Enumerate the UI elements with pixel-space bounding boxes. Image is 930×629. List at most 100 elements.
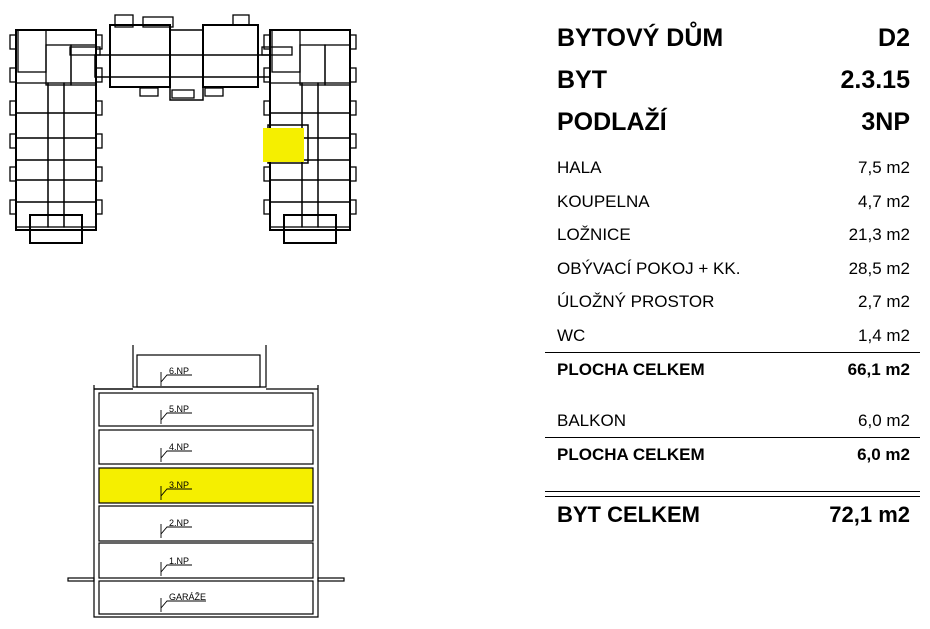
plan-room: [9, 166, 17, 182]
floor-slab: [98, 467, 314, 504]
floor-slab: [98, 505, 314, 542]
floor-slab: [98, 580, 314, 615]
double-divider-bottom: [545, 496, 920, 497]
balcony-row: BALKON 6,0 m2: [557, 411, 910, 431]
plan-room: [263, 199, 271, 215]
floor-label: GARÁŽE: [169, 592, 206, 602]
building-value: D2: [878, 24, 910, 52]
plan-room: [142, 16, 174, 28]
plan-room: [283, 214, 337, 244]
room-name: OBÝVACÍ POKOJ + KK.: [557, 259, 741, 278]
ground-line-right: [317, 577, 345, 582]
room-area: 1,4 m2: [858, 326, 910, 345]
room-row: WC 1,4 m2: [557, 326, 910, 346]
floor-plan: [9, 14, 357, 244]
balcony-label: BALKON: [557, 411, 626, 430]
level-marker: [160, 372, 192, 386]
plan-room: [263, 100, 271, 116]
plan-room: [70, 44, 97, 86]
level-marker: [160, 562, 192, 576]
plan-room: [95, 34, 103, 50]
plan-room: [29, 214, 83, 244]
floor-label: 2.NP: [169, 518, 189, 528]
level-marker: [160, 598, 206, 612]
room-row: LOŽNICE 21,3 m2: [557, 225, 910, 245]
grand-total-value: 72,1 m2: [829, 502, 910, 527]
plan-room: [349, 133, 357, 149]
plan-room: [349, 100, 357, 116]
plan-room: [202, 24, 259, 88]
floor-label: 6.NP: [169, 366, 189, 376]
floor-label: 5.NP: [169, 404, 189, 414]
ground-line-left: [67, 577, 95, 582]
grand-total-label: BYT CELKEM: [557, 502, 700, 527]
plan-room: [349, 199, 357, 215]
plan-room: [349, 67, 357, 83]
building-row: BYTOVÝ DŮM D2: [557, 24, 910, 53]
plan-room: [114, 14, 134, 28]
apartment-highlight: [263, 128, 304, 162]
plan-room: [95, 100, 103, 116]
balcony-value: 6,0 m2: [858, 411, 910, 430]
rooms-total-value: 66,1 m2: [847, 360, 910, 379]
room-row: KOUPELNA 4,7 m2: [557, 192, 910, 212]
plan-room: [94, 54, 271, 78]
floor-label: 1.NP: [169, 556, 189, 566]
room-area: 28,5 m2: [848, 259, 910, 278]
plan-room: [69, 46, 101, 56]
plan-room: [9, 34, 17, 50]
plan-room: [261, 46, 293, 56]
plan-room: [95, 199, 103, 215]
plan-room: [232, 14, 250, 26]
plan-room: [204, 87, 224, 97]
plan-room: [349, 166, 357, 182]
floor-value: 3NP: [861, 108, 910, 136]
floor-row: PODLAŽÍ 3NP: [557, 108, 910, 137]
plan-room: [95, 67, 103, 83]
room-area: 4,7 m2: [858, 192, 910, 211]
floor-label: 3.NP: [169, 480, 189, 490]
floor-label: 4.NP: [169, 442, 189, 452]
room-area: 21,3 m2: [848, 225, 910, 244]
plan-room: [349, 34, 357, 50]
building-section: 6.NP 5.NP 4.NP 3.NP 2.NP 1.NP GARÁŽE: [67, 345, 345, 618]
balcony-total-value: 6,0 m2: [857, 445, 910, 464]
plan-room: [171, 89, 195, 99]
apartment-label: BYT: [557, 66, 607, 94]
plan-room: [9, 67, 17, 83]
room-row: ÚLOŽNÝ PROSTOR 2,7 m2: [557, 292, 910, 312]
room-name: LOŽNICE: [557, 225, 631, 244]
double-divider-top: [545, 491, 920, 492]
penthouse-inner: [136, 354, 261, 388]
balcony-total-label: PLOCHA CELKEM: [557, 445, 705, 464]
plan-room: [9, 100, 17, 116]
floor-slab: [98, 542, 314, 579]
plan-room: [324, 44, 351, 86]
room-area: 2,7 m2: [858, 292, 910, 311]
building-label: BYTOVÝ DŮM: [557, 24, 724, 52]
room-area: 7,5 m2: [858, 158, 910, 177]
room-name: KOUPELNA: [557, 192, 650, 211]
plan-room: [139, 87, 159, 97]
level-marker: [160, 486, 192, 500]
apartment-row: BYT 2.3.15: [557, 66, 910, 95]
plan-room: [95, 166, 103, 182]
level-marker: [160, 448, 192, 462]
floor-slab: [98, 392, 314, 427]
room-name: HALA: [557, 158, 602, 177]
grand-total-row: BYT CELKEM 72,1 m2: [557, 502, 910, 528]
level-marker: [160, 524, 192, 538]
plan-room: [95, 133, 103, 149]
level-marker: [160, 410, 192, 424]
apartment-value: 2.3.15: [840, 66, 910, 94]
plan-room: [263, 34, 271, 50]
divider: [545, 352, 920, 353]
divider: [545, 437, 920, 438]
plan-room: [9, 133, 17, 149]
rooms-total-row: PLOCHA CELKEM 66,1 m2: [557, 360, 910, 380]
room-row: OBÝVACÍ POKOJ + KK. 28,5 m2: [557, 259, 910, 279]
plan-room: [9, 199, 17, 215]
penthouse-outline: [132, 345, 267, 388]
plan-room: [263, 166, 271, 182]
outer-wall: [93, 385, 319, 618]
